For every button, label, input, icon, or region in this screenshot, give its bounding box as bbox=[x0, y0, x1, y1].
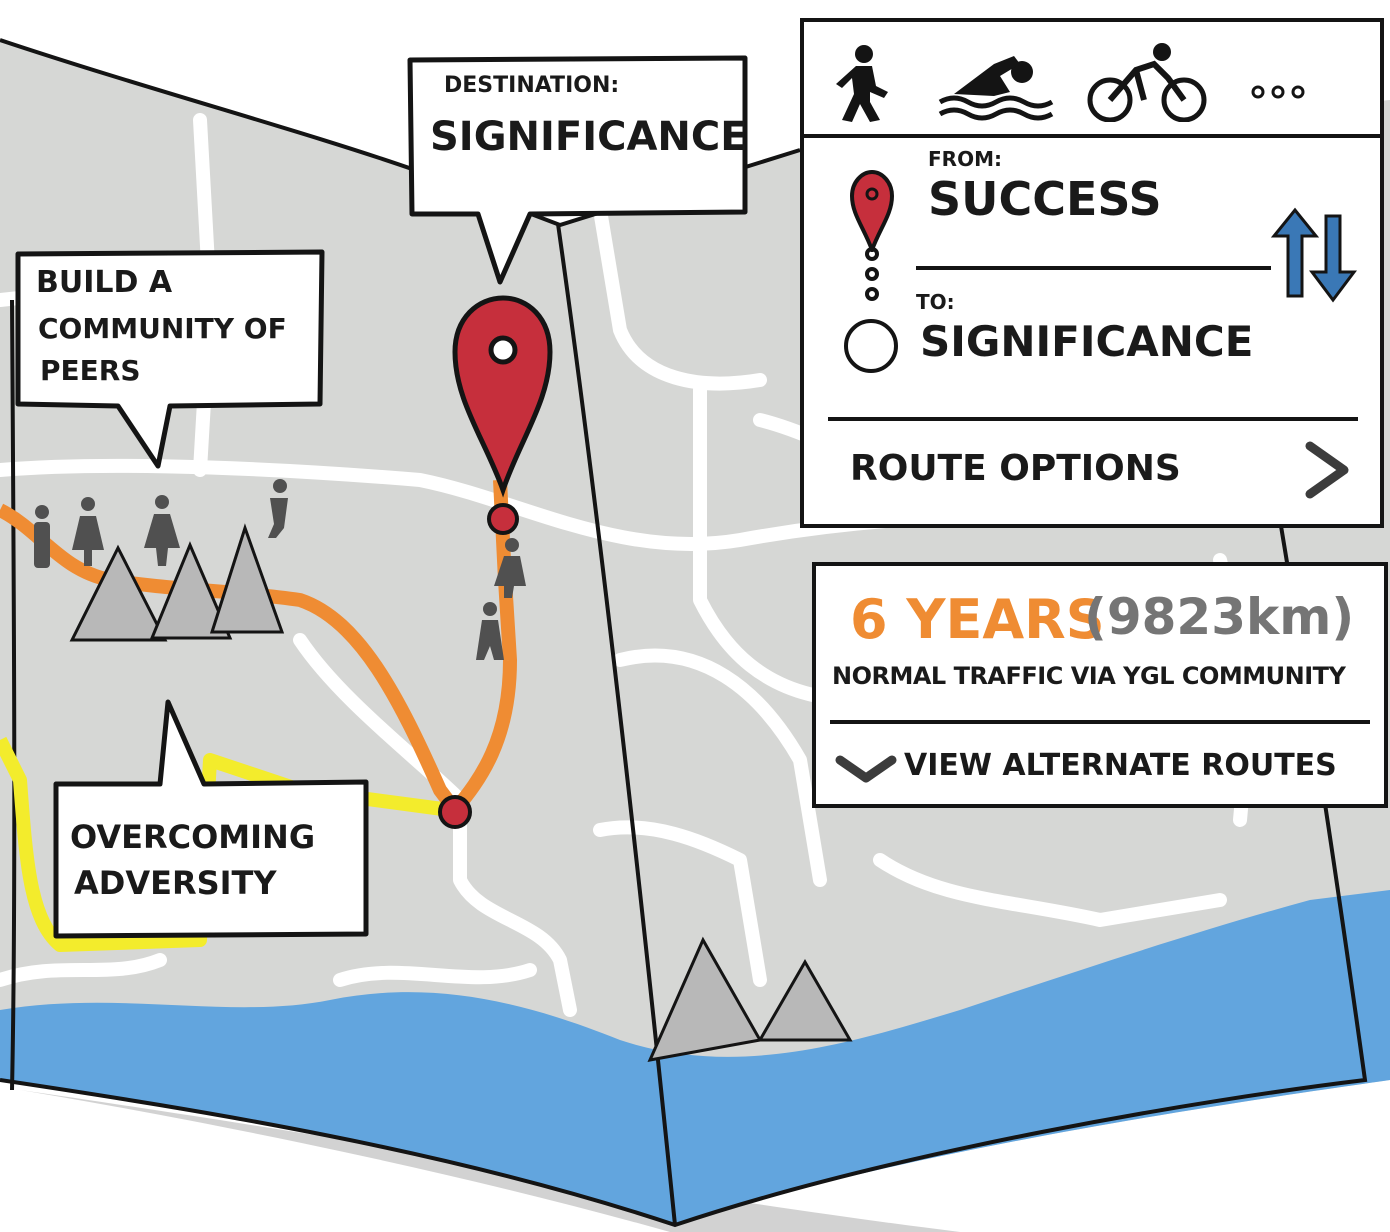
cycling-icon[interactable] bbox=[1082, 42, 1212, 122]
route-options-label: ROUTE OPTIONS bbox=[850, 448, 1181, 489]
community-line2: COMMUNITY OF bbox=[38, 312, 287, 345]
trip-summary-panel: 6 YEARS (9823km) NORMAL TRAFFIC VIA YGL … bbox=[812, 562, 1388, 808]
route-dots-icon bbox=[865, 247, 879, 301]
route-yellow bbox=[0, 736, 451, 952]
destination-value: SIGNIFICANCE bbox=[430, 114, 748, 160]
swimming-icon[interactable] bbox=[934, 42, 1064, 122]
trip-distance: (9823km) bbox=[1084, 588, 1355, 646]
origin-pin-icon bbox=[849, 169, 895, 252]
person-icon bbox=[34, 479, 526, 660]
destination-circle-icon bbox=[844, 319, 898, 373]
adversity-line2: ADVERSITY bbox=[74, 864, 277, 902]
map-shadow bbox=[20, 1090, 960, 1232]
view-alternate-routes-button[interactable]: VIEW ALTERNATE ROUTES bbox=[828, 726, 1378, 796]
trip-duration: 6 YEARS bbox=[850, 588, 1105, 651]
community-callout: BUILD A COMMUNITY OF PEERS bbox=[15, 249, 325, 469]
walking-icon[interactable] bbox=[826, 42, 896, 122]
map-pin-icon bbox=[452, 295, 553, 498]
summary-divider bbox=[830, 720, 1370, 724]
waypoint-icon bbox=[487, 503, 519, 535]
map-folds bbox=[0, 38, 1368, 1228]
from-label: FROM: bbox=[928, 147, 1002, 171]
more-icon[interactable] bbox=[1248, 42, 1318, 122]
route-divider bbox=[828, 417, 1358, 421]
route-orange bbox=[0, 479, 517, 817]
chevron-down-icon bbox=[835, 755, 897, 783]
destination-callout: DESTINATION: SIGNIFICANCE bbox=[407, 55, 748, 285]
to-field[interactable]: SIGNIFICANCE bbox=[920, 317, 1254, 366]
alternate-routes-label: VIEW ALTERNATE ROUTES bbox=[904, 748, 1337, 783]
mountain-icon bbox=[69, 523, 285, 642]
adversity-line1: OVERCOMING bbox=[70, 818, 315, 856]
destination-label: DESTINATION: bbox=[444, 73, 619, 98]
community-line1: BUILD A bbox=[36, 265, 173, 300]
route-options-button[interactable]: ROUTE OPTIONS bbox=[828, 422, 1358, 514]
mountain-icon bbox=[647, 936, 853, 1062]
to-label: TO: bbox=[916, 290, 955, 314]
route-panel: FROM: SUCCESS TO: SIGNIFICANCE ROUTE OPT… bbox=[800, 18, 1384, 528]
swap-arrows-icon[interactable] bbox=[1268, 206, 1358, 306]
chevron-right-icon bbox=[1305, 441, 1349, 499]
waypoint-icon bbox=[438, 795, 472, 829]
from-divider bbox=[916, 266, 1271, 270]
travel-mode-bar bbox=[804, 22, 1380, 138]
traffic-status: NORMAL TRAFFIC VIA YGL COMMUNITY bbox=[832, 662, 1346, 690]
community-line3: PEERS bbox=[40, 354, 141, 387]
from-field[interactable]: SUCCESS bbox=[928, 172, 1162, 226]
adversity-callout: OVERCOMING ADVERSITY bbox=[53, 699, 369, 939]
